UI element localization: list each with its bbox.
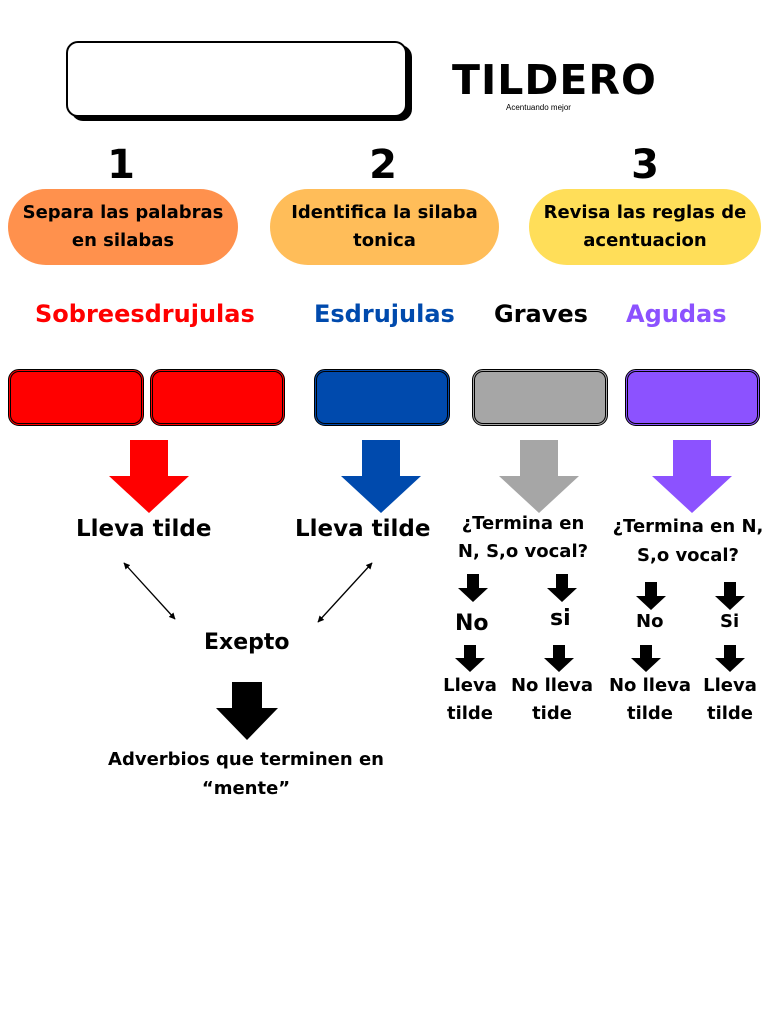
- agudas-box: [625, 369, 760, 426]
- connector-left: [123, 562, 176, 620]
- sobreesdrujulas-box-2: [150, 369, 285, 426]
- graves-branch-no: No: [455, 611, 489, 636]
- agudas-result-yes: Lleva tilde: [703, 675, 757, 724]
- step-1-number: 1: [107, 142, 135, 188]
- agudas-no-arrow: [636, 582, 666, 610]
- exception-label: Exepto: [204, 630, 290, 655]
- graves-result-yes: No lleva tide: [510, 675, 594, 724]
- category-agudas: Agudas: [626, 300, 727, 328]
- agudas-branch-no: No: [636, 611, 664, 632]
- agudas-no-result-arrow: [631, 645, 661, 672]
- category-sobreesdrujulas: Sobreesdrujulas: [35, 300, 255, 328]
- step-3-pill: Revisa las reglas de acentuacion: [529, 189, 761, 265]
- step-3-number: 3: [631, 142, 659, 188]
- agudas-result-no: No lleva tilde: [608, 675, 692, 724]
- agudas-down-arrow: [652, 440, 732, 513]
- graves-box: [472, 369, 608, 426]
- category-graves: Graves: [494, 300, 588, 328]
- page-subtitle: Acentuando mejor: [506, 103, 571, 112]
- category-esdrujulas: Esdrujulas: [314, 300, 455, 328]
- exception-down-arrow: [216, 682, 278, 740]
- step-2-number: 2: [369, 142, 397, 188]
- step-1-text: Separa las palabras en silabas: [22, 202, 224, 251]
- agudas-si-result-arrow: [715, 645, 745, 672]
- sobreesdrujulas-down-arrow: [109, 440, 189, 513]
- esdrujulas-result: Lleva tilde: [295, 516, 431, 542]
- agudas-si-arrow: [715, 582, 745, 610]
- sobreesdrujulas-result: Lleva tilde: [76, 516, 212, 542]
- sobreesdrujulas-box-1: [8, 369, 144, 426]
- connector-right: [317, 562, 373, 623]
- step-1-pill: Separa las palabras en silabas: [8, 189, 238, 265]
- page-title: TILDERO: [452, 56, 657, 104]
- graves-result-no: Lleva tilde: [443, 675, 497, 724]
- graves-no-arrow: [458, 574, 488, 602]
- agudas-question: ¿Termina en N, S,o vocal?: [612, 516, 764, 566]
- name-input-box: [66, 41, 407, 117]
- graves-down-arrow: [499, 440, 579, 513]
- agudas-branch-yes: Si: [720, 611, 740, 632]
- graves-branch-yes: si: [550, 606, 571, 631]
- esdrujulas-down-arrow: [341, 440, 421, 513]
- graves-no-result-arrow: [455, 645, 485, 672]
- step-2-text: Identifica la silaba tonica: [291, 202, 478, 251]
- exception-text: Adverbios que terminen en “mente”: [108, 749, 384, 799]
- graves-si-result-arrow: [544, 645, 574, 672]
- step-3-text: Revisa las reglas de acentuacion: [543, 202, 747, 251]
- esdrujulas-box: [314, 369, 450, 426]
- graves-si-arrow: [547, 574, 577, 602]
- step-2-pill: Identifica la silaba tonica: [270, 189, 499, 265]
- graves-question: ¿Termina en N, S,o vocal?: [457, 513, 589, 562]
